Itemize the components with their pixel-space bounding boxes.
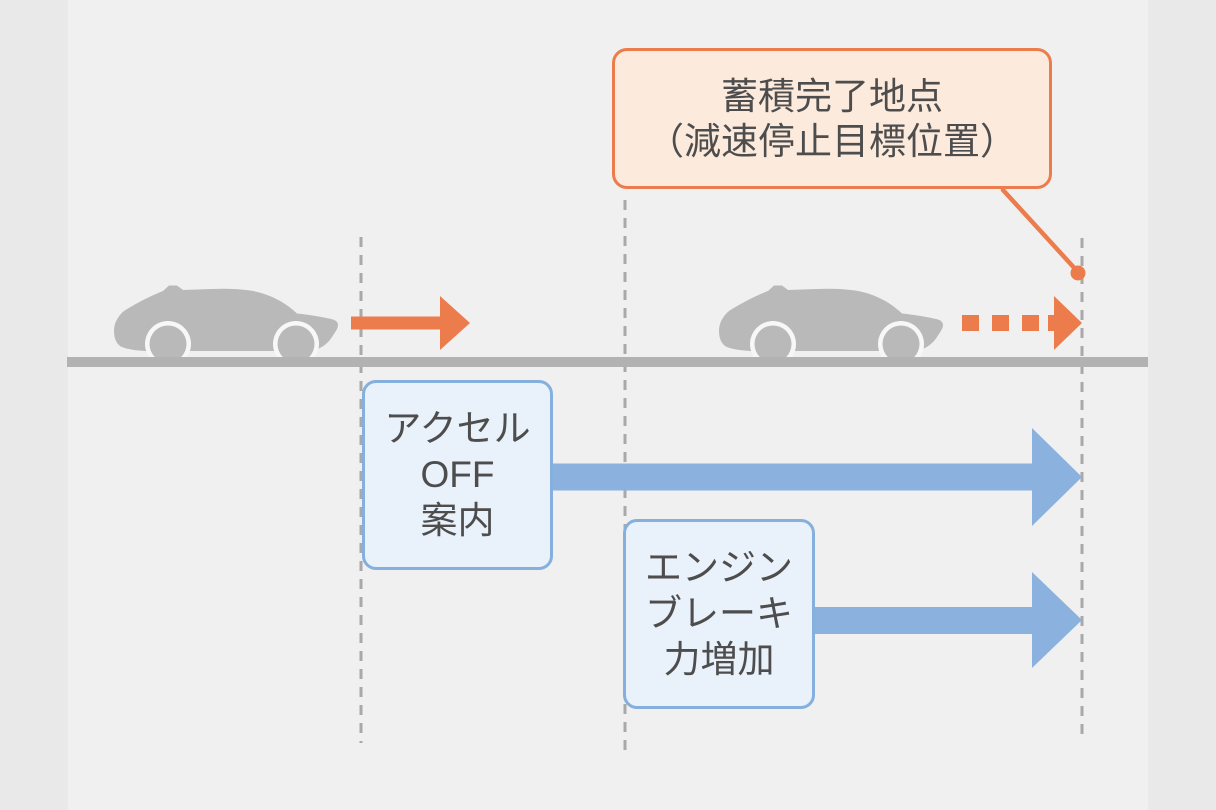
callout-leader-line: [1000, 187, 1081, 275]
accel-off-box: アクセル OFF 案内: [362, 380, 553, 570]
callout-line-1: 蓄積完了地点: [721, 75, 943, 117]
coast-arrow-icon: [962, 296, 1082, 350]
engine-brake-line-2: ブレーキ: [645, 593, 793, 634]
engine-brake-arrow-icon: [812, 572, 1082, 668]
accel-off-line-2: OFF: [420, 454, 495, 495]
engine-brake-line-3: 力増加: [663, 639, 775, 680]
callout-line-2: （減速停止目標位置）: [647, 120, 1017, 162]
decelerating-car-icon: [719, 285, 943, 367]
accel-off-line-1: アクセル: [384, 408, 531, 449]
callout-point-dot: [1070, 265, 1086, 281]
accel-off-arrow-icon: [550, 428, 1082, 526]
callout-bubble: 蓄積完了地点 （減速停止目標位置）: [612, 48, 1052, 189]
engine-brake-line-1: エンジン: [645, 547, 793, 588]
engine-brake-box: エンジン ブレーキ 力増加: [623, 519, 815, 709]
drive-arrow-icon: [351, 296, 470, 350]
leading-car-icon: [114, 285, 338, 367]
accel-off-line-3: 案内: [420, 500, 495, 541]
road-line: [67, 357, 1148, 367]
